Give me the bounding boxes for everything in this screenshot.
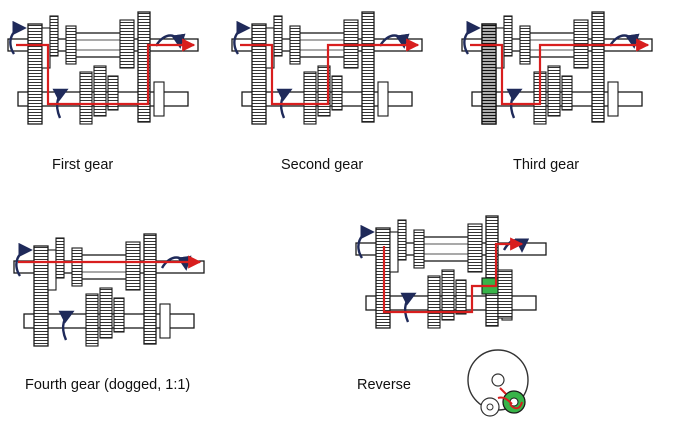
panel-second-gear [231, 11, 423, 125]
power-flow-path [16, 38, 196, 106]
rotation-arrow-icon [9, 20, 27, 55]
caption-reverse: Reverse [357, 377, 411, 393]
rotation-arrow-icon [506, 88, 523, 119]
rotation-arrow-icon [15, 242, 33, 277]
rotation-arrow-icon [154, 33, 186, 49]
rotation-arrow-icon [608, 33, 640, 49]
caption-second-gear: Second gear [281, 157, 364, 173]
power-flow-path [240, 38, 420, 106]
power-flow-path [470, 38, 650, 106]
rotation-arrow-icon [378, 33, 410, 49]
caption-fourth-gear: Fourth gear (dogged, 1:1) [25, 377, 191, 393]
caption-third-gear: Third gear [513, 157, 580, 173]
panel-third-gear [461, 11, 653, 125]
panel-fourth-gear [13, 233, 205, 347]
rotation-arrow-icon [357, 224, 375, 259]
power-flow-path [382, 237, 524, 314]
rotation-arrow-icon [58, 310, 75, 341]
panel-first-gear [7, 11, 199, 125]
rotation-arrow-icon [400, 292, 417, 323]
caption-first-gear: First gear [52, 157, 114, 173]
reverse-end-view [467, 349, 529, 417]
rotation-arrow-icon [52, 88, 69, 119]
rotation-arrow-icon [233, 20, 251, 55]
rotation-arrow-icon [463, 20, 481, 55]
rotation-arrow-icon [276, 88, 293, 119]
panel-reverse [355, 215, 547, 329]
rotation-arrow-icon [160, 255, 192, 271]
